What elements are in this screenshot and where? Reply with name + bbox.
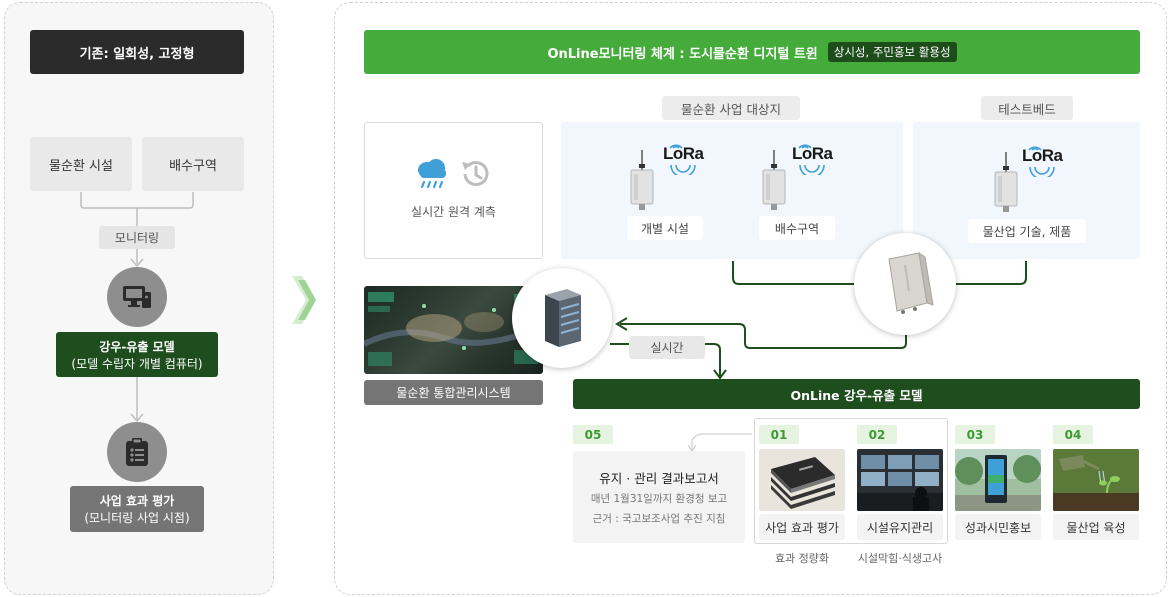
lora-logo-1: LoRa xyxy=(663,144,704,163)
step-label-01: 사업 효과 평가 xyxy=(759,514,845,540)
testbed-label: 테스트베드 xyxy=(981,96,1073,120)
facility-box: 물순환 시설 xyxy=(30,137,132,191)
target-site-label: 물순환 사업 대상지 xyxy=(662,96,800,120)
transition-arrow-icon xyxy=(292,276,316,324)
report-title: 유지 · 관리 결과보고서 xyxy=(599,471,719,486)
sensor-label-zone: 배수구역 xyxy=(759,216,835,240)
legacy-eval-box: 사업 효과 평가 (모니터링 사업 시점) xyxy=(70,486,204,532)
realtime-label: 실시간 xyxy=(629,336,705,359)
target-site-area xyxy=(561,122,903,259)
steps-group xyxy=(754,418,948,544)
gateway-icon xyxy=(888,251,934,314)
banner-title: OnLine모니터링 체계 : 도시물순환 디지털 트윈 xyxy=(547,46,818,62)
rain-cloud-icon xyxy=(418,159,446,189)
server-icon xyxy=(545,289,581,347)
system-map-image xyxy=(364,286,543,374)
public-display-image xyxy=(955,449,1041,511)
gateway-device xyxy=(854,233,956,335)
sensor-device-icon xyxy=(630,150,654,210)
lora-logo-3: LoRa xyxy=(1022,146,1063,165)
legacy-eval-subtitle: (모니터링 사업 시점) xyxy=(84,511,190,525)
sensor-device-icon xyxy=(994,152,1018,212)
report-books-image xyxy=(759,449,845,511)
banner-tag: 상시성, 주민홍보 활용성 xyxy=(827,42,957,62)
signal-icon xyxy=(669,144,683,149)
signal-icon xyxy=(670,164,696,175)
watering-plant-image xyxy=(1053,449,1139,511)
monitoring-label: 모니터링 xyxy=(99,226,175,249)
report-line2: 근거 : 국고보조사업 추진 지침 xyxy=(592,513,726,525)
step-label-04: 물산업 육성 xyxy=(1053,514,1139,540)
signal-icon xyxy=(1029,166,1055,177)
signal-icon xyxy=(1028,146,1042,151)
control-room-image xyxy=(857,449,943,511)
report-line1: 매년 1월31일까지 환경청 보고 xyxy=(590,493,728,505)
signal-icon xyxy=(798,144,812,149)
legacy-model-title: 강우-유출 모델 xyxy=(99,339,175,354)
clipboard-icon xyxy=(107,422,167,482)
step-num-03: 03 xyxy=(955,425,995,444)
remote-measure-box: 실시간 원격 계측 xyxy=(364,122,543,259)
remote-measure-label: 실시간 원격 계측 xyxy=(411,205,496,219)
step-label-03: 성과시민홍보 xyxy=(955,514,1041,540)
online-model-bar: OnLine 강우-유출 모델 xyxy=(573,379,1140,409)
lora-logo-2: LoRa xyxy=(792,144,833,163)
sensor-device-icon xyxy=(762,150,786,210)
legacy-model-subtitle: (모델 수립자 개별 컴퓨터) xyxy=(71,356,203,371)
system-label: 물순환 통합관리시스템 xyxy=(364,380,543,405)
legacy-eval-title: 사업 효과 평가 xyxy=(99,494,175,508)
server-device xyxy=(512,268,612,368)
legacy-model-box: 강우-유출 모델 (모델 수립자 개별 컴퓨터) xyxy=(56,332,218,377)
step-num-04: 04 xyxy=(1053,425,1093,444)
step-num-01: 01 xyxy=(759,425,799,444)
legacy-connectors xyxy=(80,192,194,423)
online-banner: OnLine모니터링 체계 : 도시물순환 디지털 트윈 상시성, 주민홍보 활… xyxy=(364,30,1140,74)
sensor-label-facility: 개별 시설 xyxy=(627,216,703,240)
step-num-05: 05 xyxy=(573,425,613,444)
report-box: 유지 · 관리 결과보고서 매년 1월31일까지 환경청 보고 근거 : 국고보… xyxy=(573,451,745,543)
computer-icon xyxy=(107,267,167,327)
step-caption-02: 시설막힘·식생고사 xyxy=(857,552,943,565)
step-num-02: 02 xyxy=(857,425,897,444)
history-clock-icon xyxy=(462,161,489,187)
legacy-header: 기존: 일회성, 고정형 xyxy=(30,30,244,74)
step-label-02: 시설유지관리 xyxy=(857,514,943,540)
zone-box: 배수구역 xyxy=(142,137,244,191)
step-caption-01: 효과 정량화 xyxy=(774,552,830,565)
signal-icon xyxy=(799,164,825,175)
sensor-label-industry: 물산업 기술, 제품 xyxy=(968,219,1086,243)
